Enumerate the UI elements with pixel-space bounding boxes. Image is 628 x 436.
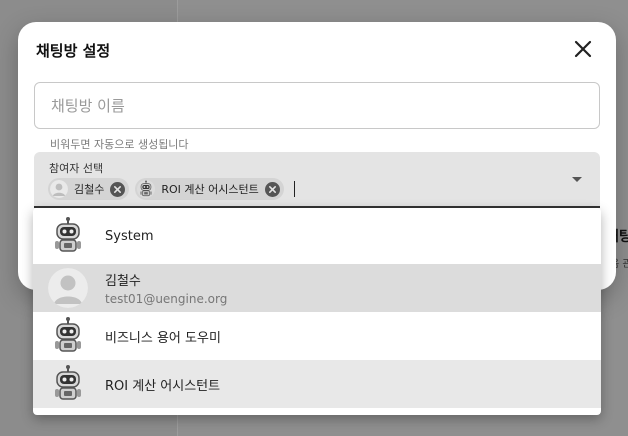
menu-option[interactable]: 김철수 test01@uengine.org bbox=[33, 264, 601, 312]
participant-dropdown-menu: System 김철수 test01@uengine.org bbox=[33, 208, 601, 415]
robot-avatar-icon bbox=[48, 316, 88, 356]
participant-chip-label: 김철수 bbox=[74, 183, 105, 196]
user-avatar-icon bbox=[48, 268, 88, 308]
robot-avatar-icon bbox=[137, 180, 156, 198]
background-subtext: 음 관 bbox=[610, 259, 628, 270]
dialog-title: 채팅방 설정 bbox=[36, 42, 111, 60]
menu-option[interactable]: 비즈니스 용어 도우미 bbox=[33, 312, 601, 360]
remove-chip-icon[interactable] bbox=[264, 181, 280, 197]
chatroom-name-input[interactable] bbox=[35, 83, 599, 128]
option-name: 비즈니스 용어 도우미 bbox=[105, 330, 221, 346]
close-icon bbox=[574, 40, 592, 58]
robot-avatar-icon bbox=[48, 364, 88, 404]
option-text: 김철수 test01@uengine.org bbox=[105, 270, 227, 306]
option-text: ROI 계산 어시스턴트 bbox=[105, 375, 220, 394]
dropdown-arrow-icon[interactable] bbox=[571, 174, 583, 184]
menu-option[interactable]: System bbox=[33, 208, 601, 264]
menu-option[interactable]: ROI 계산 어시스턴트 bbox=[33, 360, 601, 408]
option-text: System bbox=[105, 229, 153, 244]
close-button[interactable] bbox=[570, 36, 596, 62]
option-name: 김철수 bbox=[105, 274, 141, 289]
participant-select[interactable]: 참여자 선택 김철수 bbox=[34, 152, 600, 208]
remove-chip-icon[interactable] bbox=[110, 181, 126, 197]
participant-select-label: 참여자 선택 bbox=[49, 162, 104, 175]
option-email: test01@uengine.org bbox=[105, 292, 228, 306]
participant-chip[interactable]: 김철수 bbox=[48, 178, 130, 200]
text-cursor bbox=[293, 181, 295, 197]
option-name: System bbox=[105, 228, 154, 244]
chatroom-name-field[interactable] bbox=[34, 82, 600, 129]
option-text: 비즈니스 용어 도우미 bbox=[105, 327, 221, 346]
option-name: ROI 계산 어시스턴트 bbox=[105, 378, 221, 394]
participant-chip-label: ROI 계산 어시스턴트 bbox=[161, 183, 259, 196]
robot-avatar-icon bbox=[48, 216, 88, 256]
user-avatar-icon bbox=[50, 180, 68, 198]
helper-text: 비워두면 자동으로 생성됩니다 bbox=[50, 138, 189, 151]
participant-chips: 김철수 bbox=[48, 178, 295, 200]
participant-chip[interactable]: ROI 계산 어시스턴트 bbox=[135, 178, 284, 200]
